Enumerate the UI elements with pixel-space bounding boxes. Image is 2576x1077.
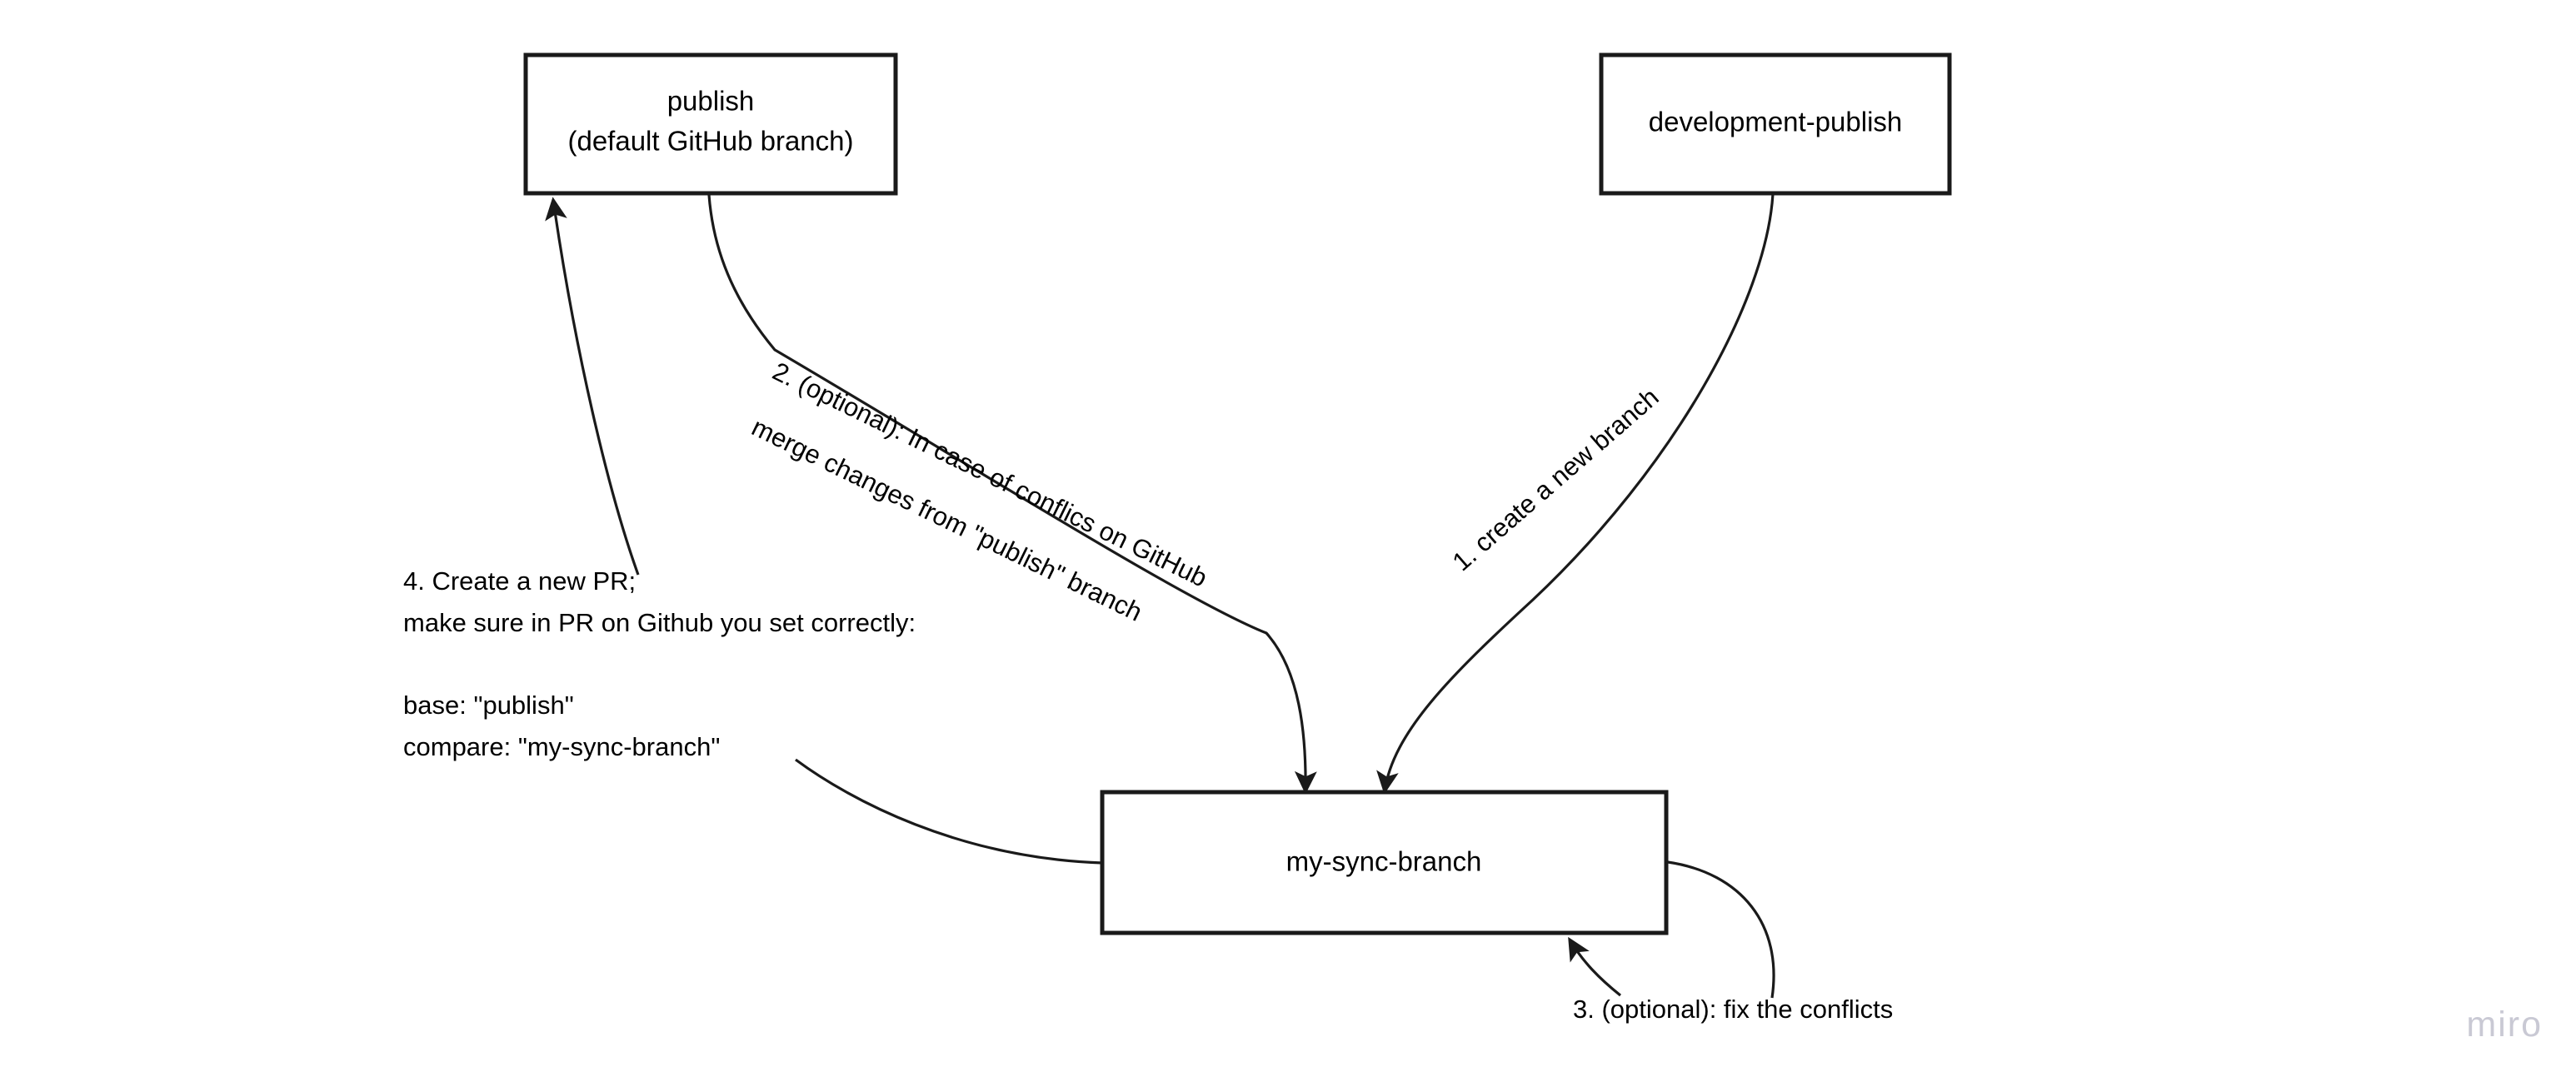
edge-create-new-branch-path[interactable] — [1376, 193, 1775, 795]
edge-merge-changes-path[interactable] — [707, 194, 1317, 795]
node-my-sync-branch-label: my-sync-branch — [1286, 846, 1482, 877]
edge-fix-conflicts[interactable]: 3. (optional): fix the conflicts — [1568, 860, 1893, 1024]
node-development-publish-label: development-publish — [1649, 107, 1903, 137]
node-my-sync-branch-box[interactable] — [1100, 790, 1669, 935]
note-create-pr: 4. Create a new PR; make sure in PR on G… — [403, 566, 916, 761]
edge-label-step1: 1. create a new branch — [1447, 382, 1665, 576]
edge-create-pr[interactable] — [545, 197, 1103, 865]
edge-merge-changes[interactable]: 2. (optional): In case of conflics on Gi… — [707, 194, 1317, 795]
edge-create-pr-head[interactable] — [545, 197, 640, 576]
node-publish-label-line2: (default GitHub branch) — [567, 126, 853, 157]
note-line-4: base: "publish" — [403, 691, 574, 720]
miro-watermark: miro — [2466, 1005, 2543, 1045]
edge-fix-conflicts-path[interactable] — [1667, 860, 1775, 999]
note-line-5: compare: "my-sync-branch" — [403, 732, 720, 761]
node-publish-label-line1: publish — [667, 86, 755, 117]
edge-fix-conflicts-arrow[interactable] — [1568, 936, 1621, 997]
note-line-1: 4. Create a new PR; — [403, 566, 636, 596]
edge-create-new-branch[interactable]: 1. create a new branch — [1376, 193, 1775, 795]
node-development-publish-box[interactable] — [1599, 52, 1952, 196]
edge-label-step3: 3. (optional): fix the conflicts — [1573, 995, 1893, 1024]
node-my-sync-branch[interactable]: my-sync-branch — [1100, 790, 1669, 935]
node-development-publish[interactable]: development-publish — [1599, 52, 1952, 196]
note-line-2: make sure in PR on Github you set correc… — [403, 608, 916, 637]
node-publish[interactable]: publish (default GitHub branch) — [523, 52, 898, 196]
node-publish-box[interactable] — [523, 52, 898, 196]
edge-create-pr-tail[interactable] — [795, 758, 1103, 865]
